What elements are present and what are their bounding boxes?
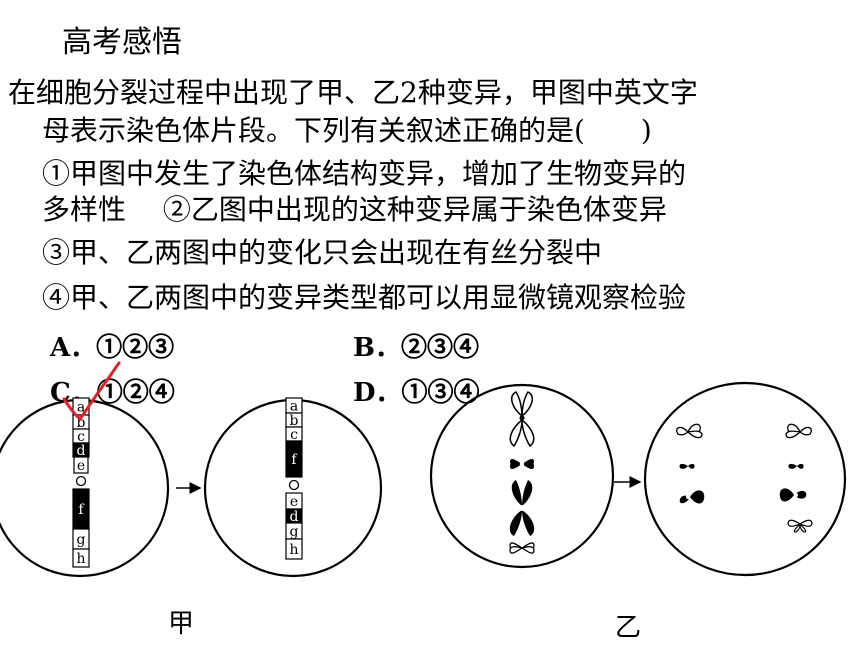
figure-caption-jia: 甲 <box>168 609 195 639</box>
jia-after-label-d: d <box>290 509 299 525</box>
statement-3: ③甲、乙两图中的变化只会出现在有丝分裂中 <box>42 236 603 269</box>
jia-before-label-f: f <box>78 502 85 518</box>
jia-before-centromere <box>75 475 87 487</box>
jia-before-label-d: d <box>77 443 86 459</box>
jia-after-centromere <box>288 479 300 491</box>
cell-yi-before <box>429 383 615 569</box>
jia-before-segment-e <box>73 456 89 474</box>
jia-after-segment-h <box>285 538 303 560</box>
jia-after-label-h: h <box>289 542 298 558</box>
jia-after-label-e: e <box>290 494 298 510</box>
chromosomes-yi-metaphase <box>509 391 535 554</box>
option-d[interactable]: D．①③④ <box>353 378 480 408</box>
jia-after-label-f: f <box>291 452 298 468</box>
question-stem-line-1: 在细胞分裂过程中出现了甲、乙2种变异，甲图中英文字 <box>8 76 698 109</box>
chromosomes-yi-anaphase <box>676 423 813 533</box>
figure-caption-yi: 乙 <box>615 613 642 643</box>
statement-4: ④甲、乙两图中的变异类型都可以用显微镜观察检验 <box>42 281 687 314</box>
jia-before-label-g: g <box>77 532 86 548</box>
option-b[interactable]: B．②③④ <box>353 333 479 363</box>
jia-after-label-a: a <box>290 399 298 415</box>
cell-yi-after <box>643 381 847 577</box>
jia-before-label-a: a <box>77 400 85 416</box>
statement-1-line-1: ①甲图中发生了染色体结构变异，增加了生物变异的 <box>42 157 687 190</box>
jia-after-label-b: b <box>290 413 299 429</box>
jia-before-segment-h <box>72 548 90 568</box>
jia-before-label-c: c <box>77 429 85 445</box>
section-title: 高考感悟 <box>62 25 182 60</box>
jia-before-label-h: h <box>76 551 85 567</box>
jia-after-segment-f <box>285 440 303 478</box>
question-stem-line-2: 母表示染色体片段。下列有关叙述正确的是( ) <box>42 114 652 147</box>
jia-before-label-e: e <box>77 458 85 474</box>
answer-check-mark <box>62 361 121 422</box>
jia-after-label-g: g <box>290 524 299 540</box>
jia-after-label-c: c <box>290 427 298 443</box>
jia-before-label-b: b <box>77 415 86 431</box>
option-a[interactable]: A．①②③ <box>50 333 175 363</box>
option-c[interactable]: C．①②④ <box>50 378 175 408</box>
statement-1-2-line: 多样性 ②乙图中出现的这种变异属于染色体变异 <box>42 193 667 226</box>
